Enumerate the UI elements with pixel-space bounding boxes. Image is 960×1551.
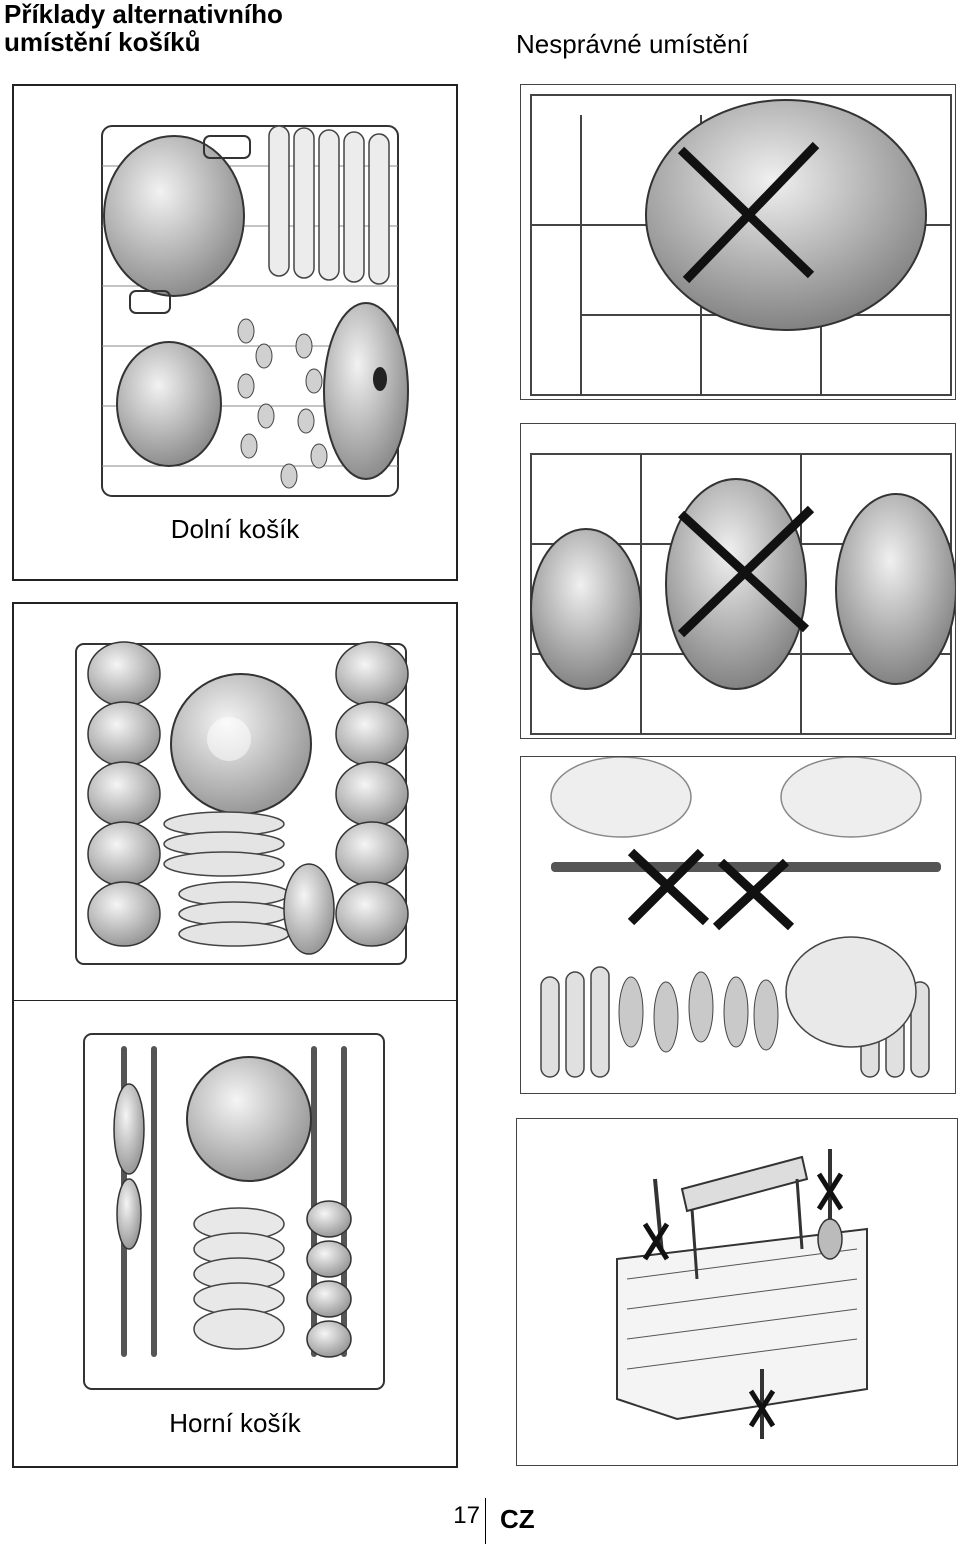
x-cross-icon — [816, 1172, 844, 1211]
lower-basket-panel: Dolní košík — [12, 84, 458, 581]
incorrect-placement-illustration-4 — [516, 1118, 958, 1466]
incorrect-placement-illustration-2 — [520, 423, 956, 739]
x-cross-icon — [642, 1222, 670, 1261]
upper-basket-panel: Horní košík — [12, 602, 458, 1468]
upper-basket-plates-illustration — [83, 1033, 385, 1390]
language-code: CZ — [500, 1504, 535, 1534]
page-title-line-2: umístění košíků — [4, 27, 201, 57]
incorrect-placement-illustration-3 — [520, 756, 956, 1094]
x-cross-icon — [677, 505, 815, 638]
upper-basket-cups-illustration — [75, 641, 409, 965]
x-cross-icon — [748, 1389, 776, 1428]
incorrect-placement-heading: Nesprávné umístění — [516, 29, 749, 59]
page-number: 17 — [453, 1502, 480, 1529]
x-cross-icon — [677, 141, 820, 284]
panel-divider — [14, 1000, 456, 1001]
x-cross-icon — [712, 858, 795, 931]
incorrect-placement-illustration-1 — [520, 84, 956, 400]
x-cross-icon — [627, 848, 710, 926]
page-title: Příklady alternativního umístění košíků — [4, 0, 283, 56]
footer-separator — [485, 1498, 486, 1544]
lower-basket-illustration — [101, 125, 409, 497]
lower-basket-caption: Dolní košík — [170, 514, 300, 544]
upper-basket-caption: Horní košík — [169, 1408, 301, 1438]
page-title-line-1: Příklady alternativního — [4, 0, 283, 29]
